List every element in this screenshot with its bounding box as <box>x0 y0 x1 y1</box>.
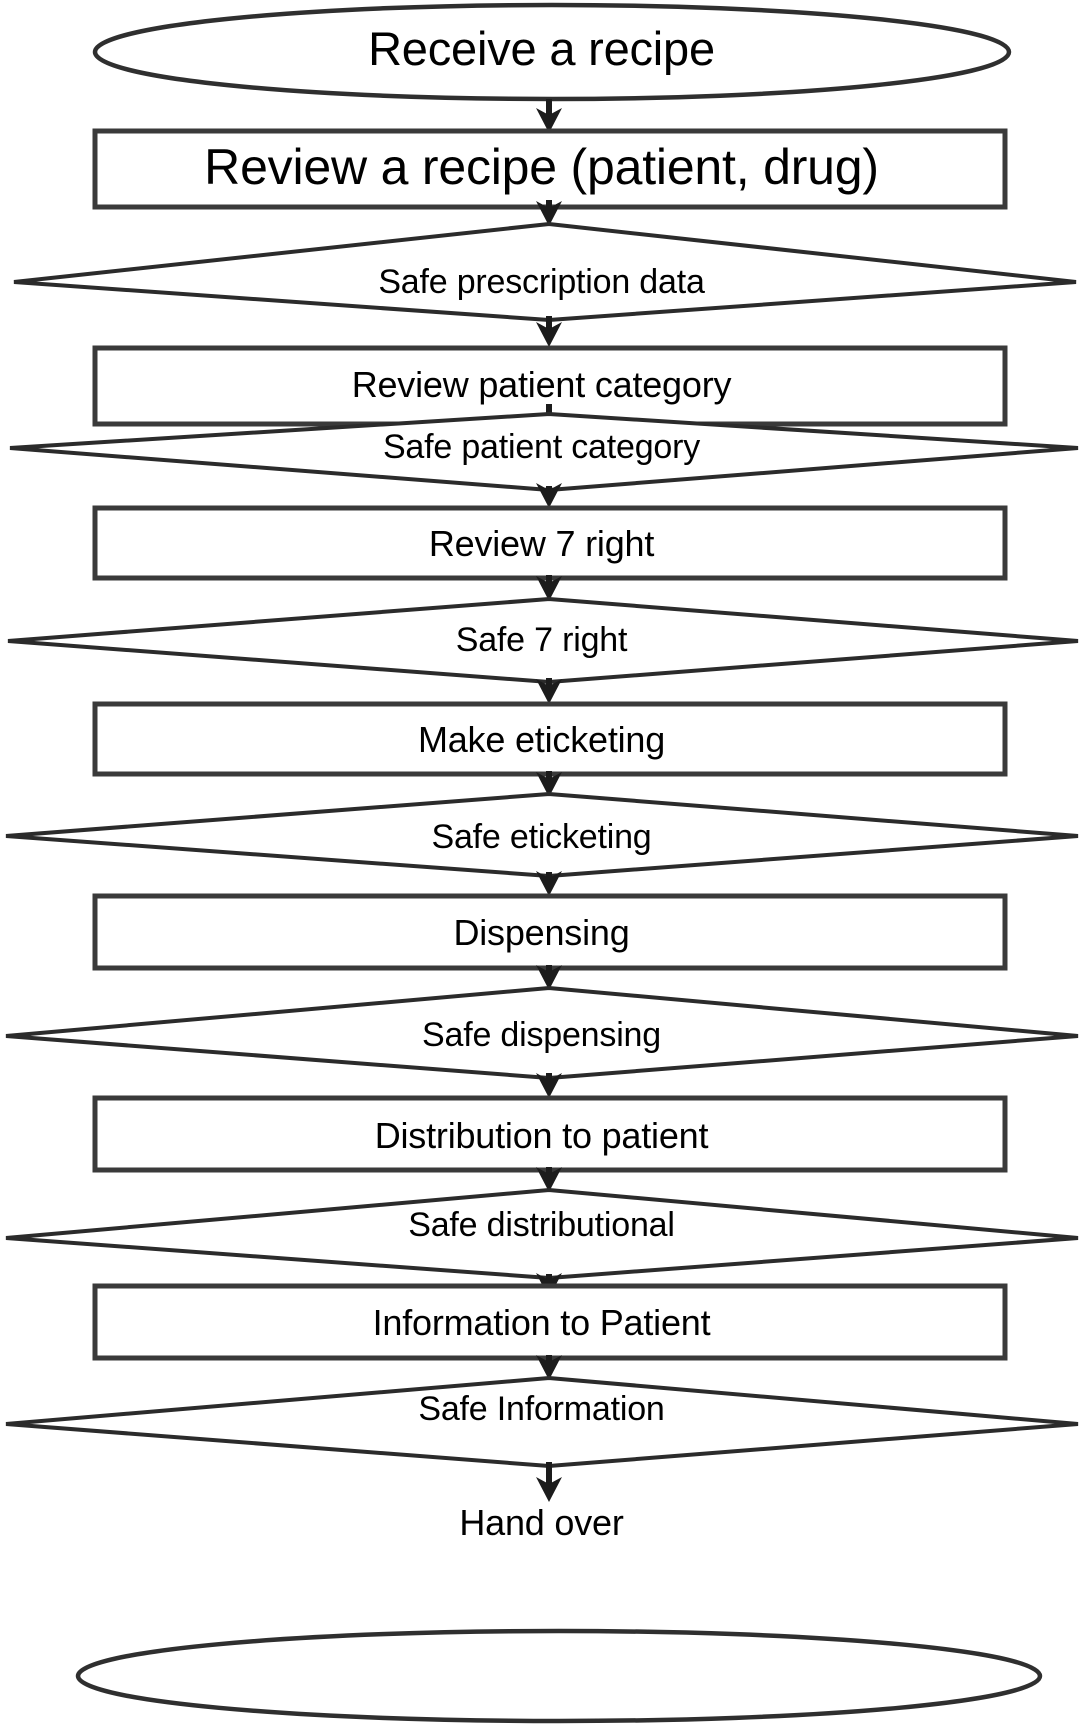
node-shape-diamond-safe-eticketing[interactable] <box>5 791 1079 879</box>
node-shape-oval-end[interactable] <box>75 1628 1043 1724</box>
node-shape-rect-review-recipe[interactable] <box>92 128 1008 210</box>
edge-arrowhead-7 <box>536 679 562 704</box>
edge-arrowhead-3 <box>536 322 562 347</box>
node-shape-diamond-safe-7-right[interactable] <box>7 596 1079 685</box>
node-shape-rect-review-7-right[interactable] <box>92 505 1008 581</box>
node-shape-diamond-safe-distributional[interactable] <box>5 1187 1079 1281</box>
edge-arrowhead-14 <box>536 1355 562 1380</box>
node-shape-rect-distribution-to-patient[interactable] <box>92 1095 1008 1173</box>
node-shape-rect-make-eticketing[interactable] <box>92 701 1008 777</box>
node-shape-diamond-safe-dispensing[interactable] <box>5 985 1079 1081</box>
node-shape-oval-start[interactable] <box>92 2 1012 102</box>
edge-arrowhead-9 <box>536 871 562 896</box>
edge-arrowhead-11 <box>536 1073 562 1098</box>
node-shape-diamond-safe-information[interactable] <box>5 1375 1079 1469</box>
edge-arrowhead-15 <box>536 1477 562 1502</box>
edge-arrowhead-6 <box>536 576 562 601</box>
node-shape-rect-information-to-patient[interactable] <box>92 1283 1008 1361</box>
node-shape-rect-dispensing[interactable] <box>92 893 1008 971</box>
edge-arrowhead-8 <box>536 772 562 797</box>
edge-arrowhead-2 <box>536 201 562 226</box>
edge-arrowhead-5 <box>536 483 562 508</box>
edge-arrowhead-1 <box>536 108 562 133</box>
edge-arrowhead-10 <box>536 965 562 990</box>
edge-arrowhead-12 <box>536 1167 562 1192</box>
node-shape-diamond-safe-prescription[interactable] <box>13 221 1077 323</box>
